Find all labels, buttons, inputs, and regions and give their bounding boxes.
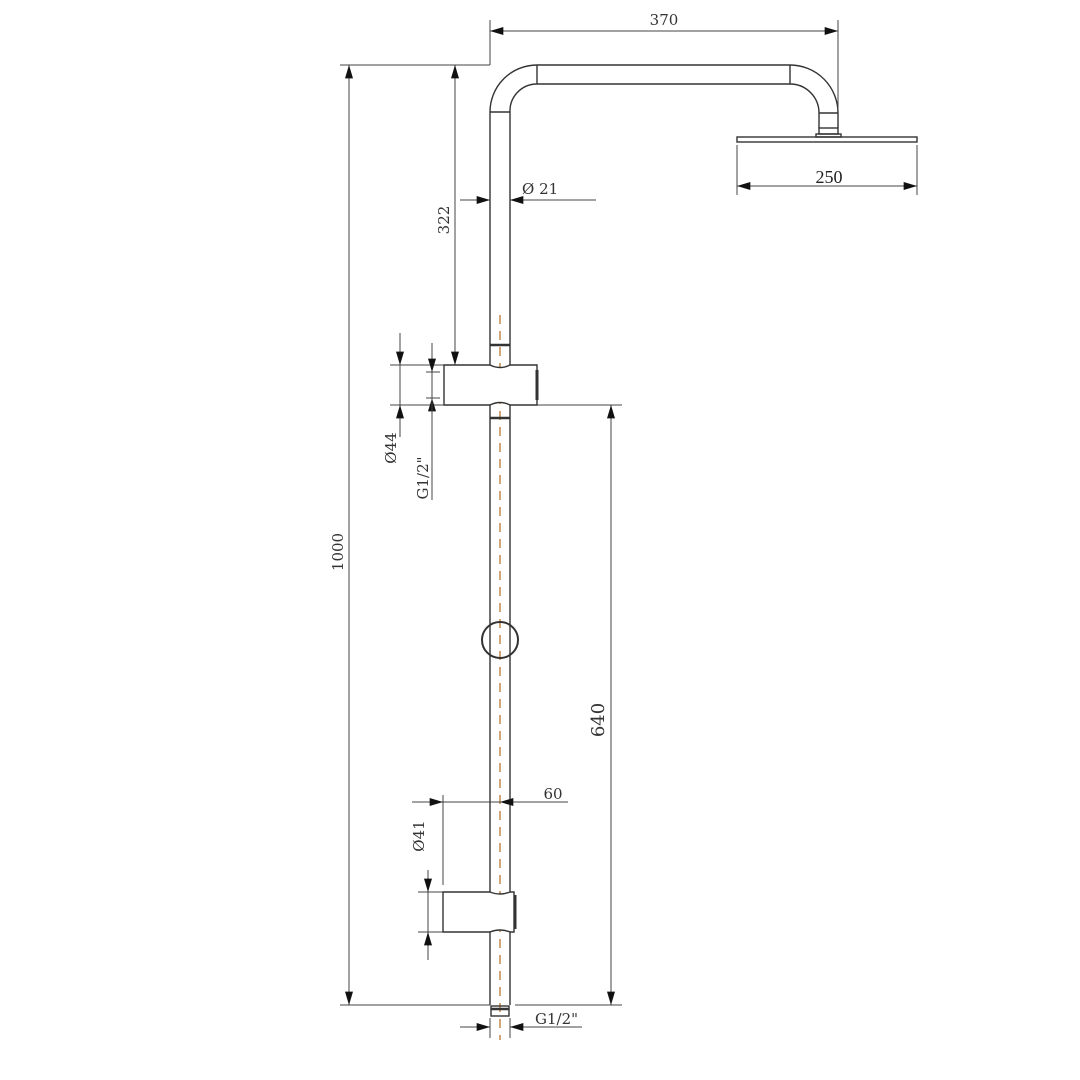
dim-label-250: 250: [816, 167, 843, 187]
hand-shower-holder: [442, 891, 517, 1017]
dim-1000: 1000: [329, 64, 490, 1006]
slider-knob: [481, 621, 519, 659]
dim-640: 640: [515, 404, 622, 1006]
dim-upper-thread: G1/2": [414, 343, 440, 500]
shower-pipe: [489, 64, 842, 1005]
dim-diameter-41: Ø41: [410, 820, 443, 960]
dim-label-41: Ø41: [410, 820, 428, 851]
dim-322: 322: [435, 65, 459, 365]
bottom-thread-fitting: [490, 1005, 510, 1017]
dim-diameter-21: Ø 21: [460, 180, 596, 204]
dim-label-21: Ø 21: [522, 180, 558, 198]
shower-head: [736, 136, 918, 143]
dim-label-370: 370: [650, 11, 679, 29]
dim-label-60: 60: [543, 785, 562, 803]
dim-label-640: 640: [588, 703, 609, 737]
dim-60: 60: [412, 785, 568, 885]
dim-diameter-44: Ø44: [382, 333, 444, 464]
dim-label-upper-thread: G1/2": [414, 456, 432, 499]
dim-250: 250: [736, 145, 918, 195]
dim-370: 370: [489, 11, 839, 110]
dim-label-bottom-thread: G1/2": [535, 1010, 578, 1028]
dim-bottom-thread: G1/2": [460, 1010, 582, 1038]
dim-label-44: Ø44: [382, 432, 400, 463]
dim-label-322: 322: [435, 206, 453, 235]
dim-label-1000: 1000: [329, 533, 347, 571]
